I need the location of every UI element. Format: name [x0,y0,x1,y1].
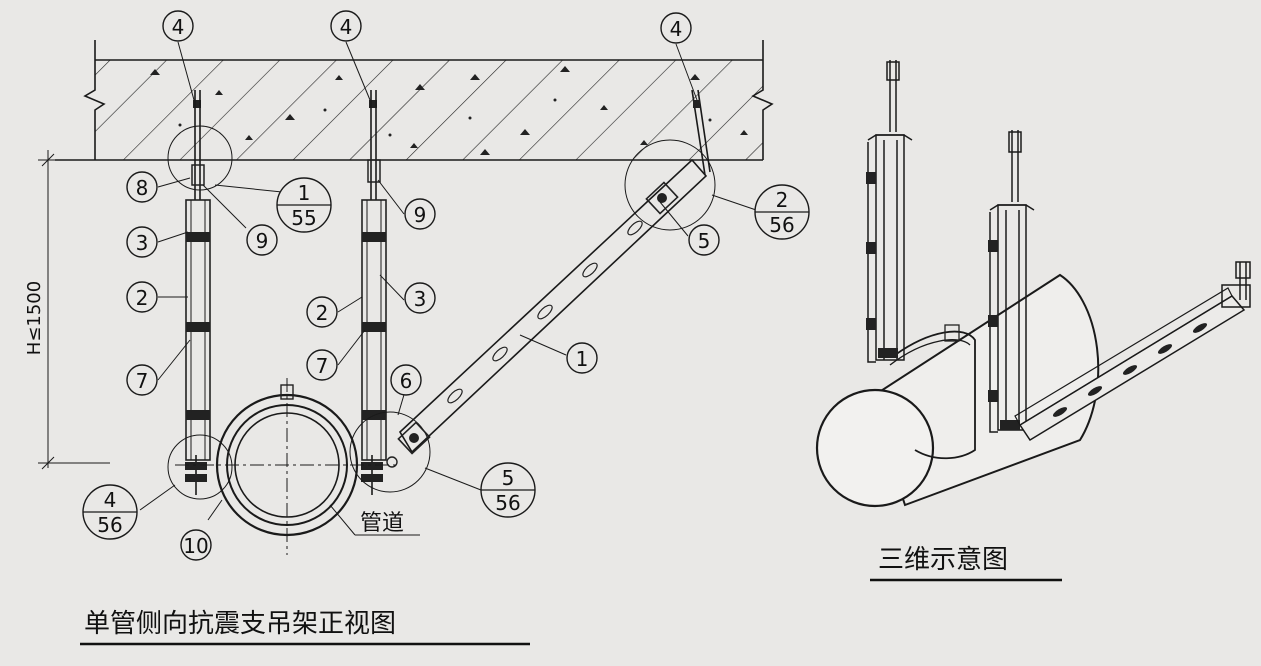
detail-number: 5 [502,466,515,490]
detail-page: 56 [495,491,520,515]
callout-circle [404,282,436,314]
callout-circle [660,12,692,44]
callout-circle [126,171,158,203]
callout-circle [404,198,436,230]
callout-number: 10 [183,534,208,558]
callout-bubble: 1 [566,342,598,374]
right-hanger [349,90,431,495]
leader-lines [139,41,763,521]
diagonal-brace [386,89,716,468]
callout-number: 2 [136,286,149,310]
callout-bubble: 3 [126,226,158,258]
front-view-title-group: 单管侧向抗震支吊架正视图 [80,609,530,646]
callout-bubble: 10 [180,529,212,561]
callout-circle [390,364,422,396]
callout-number: 2 [316,301,329,325]
callout-circle [180,529,212,561]
detail-number: 4 [104,488,117,512]
callout-circle [330,10,362,42]
callout-number: 6 [400,369,413,393]
detail-page: 56 [97,513,122,537]
callout-number: 1 [576,347,589,371]
callout-circle [126,226,158,258]
callout-circle [306,349,338,381]
callout-bubble: 4 [162,10,194,42]
callout-bubble: 7 [306,349,338,381]
callout-number: 8 [136,176,149,200]
callout-circle [306,296,338,328]
pipe-label: 管道 [360,511,404,536]
detail-page: 56 [769,213,794,237]
callout-bubble: 3 [404,282,436,314]
callout-number: 7 [136,369,149,393]
callout-number: 4 [670,17,683,41]
detail-reference: 256 [754,184,810,240]
detail-number: 2 [776,188,789,212]
callout-bubble: 2 [126,281,158,313]
callout-circle [688,224,720,256]
callout-bubble: 8 [126,171,158,203]
concrete-slab [55,40,774,161]
callout-bubble: 4 [330,10,362,42]
detail-page: 55 [291,206,316,230]
callout-circle [126,364,158,396]
three-d-view: 三维示意图 [815,60,1251,582]
callout-circle [126,281,158,313]
callout-number: 9 [414,203,427,227]
callout-number: 5 [698,229,711,253]
detail-reference: 556 [480,462,536,518]
callout-circle [162,10,194,42]
callout-circle [566,342,598,374]
height-dimension: H≤1500 [24,150,110,470]
callout-circle [246,224,278,256]
callout-bubble: 5 [688,224,720,256]
callout-bubble: 9 [404,198,436,230]
callout-bubble: 4 [660,12,692,44]
pipe: 管道 [175,378,420,555]
left-hanger [167,90,233,500]
callout-number: 4 [172,15,185,39]
callout-bubbles: 4 4 4 8 3 2 7 9 9 2 3 7 6 1 5 10 [126,10,720,561]
callout-bubble: 9 [246,224,278,256]
detail-reference: 155 [276,177,332,233]
callout-bubble: 6 [390,364,422,396]
callout-bubble: 7 [126,364,158,396]
three-d-view-title: 三维示意图 [878,545,1008,575]
callout-number: 9 [256,229,269,253]
detail-reference: 456 [82,484,138,540]
callout-number: 4 [340,15,353,39]
front-view-title: 单管侧向抗震支吊架正视图 [84,609,396,639]
callout-number: 3 [136,231,149,255]
callout-number: 3 [414,287,427,311]
height-label: H≤1500 [24,281,45,355]
detail-number: 1 [298,181,311,205]
callout-number: 7 [316,354,329,378]
callout-bubble: 2 [306,296,338,328]
